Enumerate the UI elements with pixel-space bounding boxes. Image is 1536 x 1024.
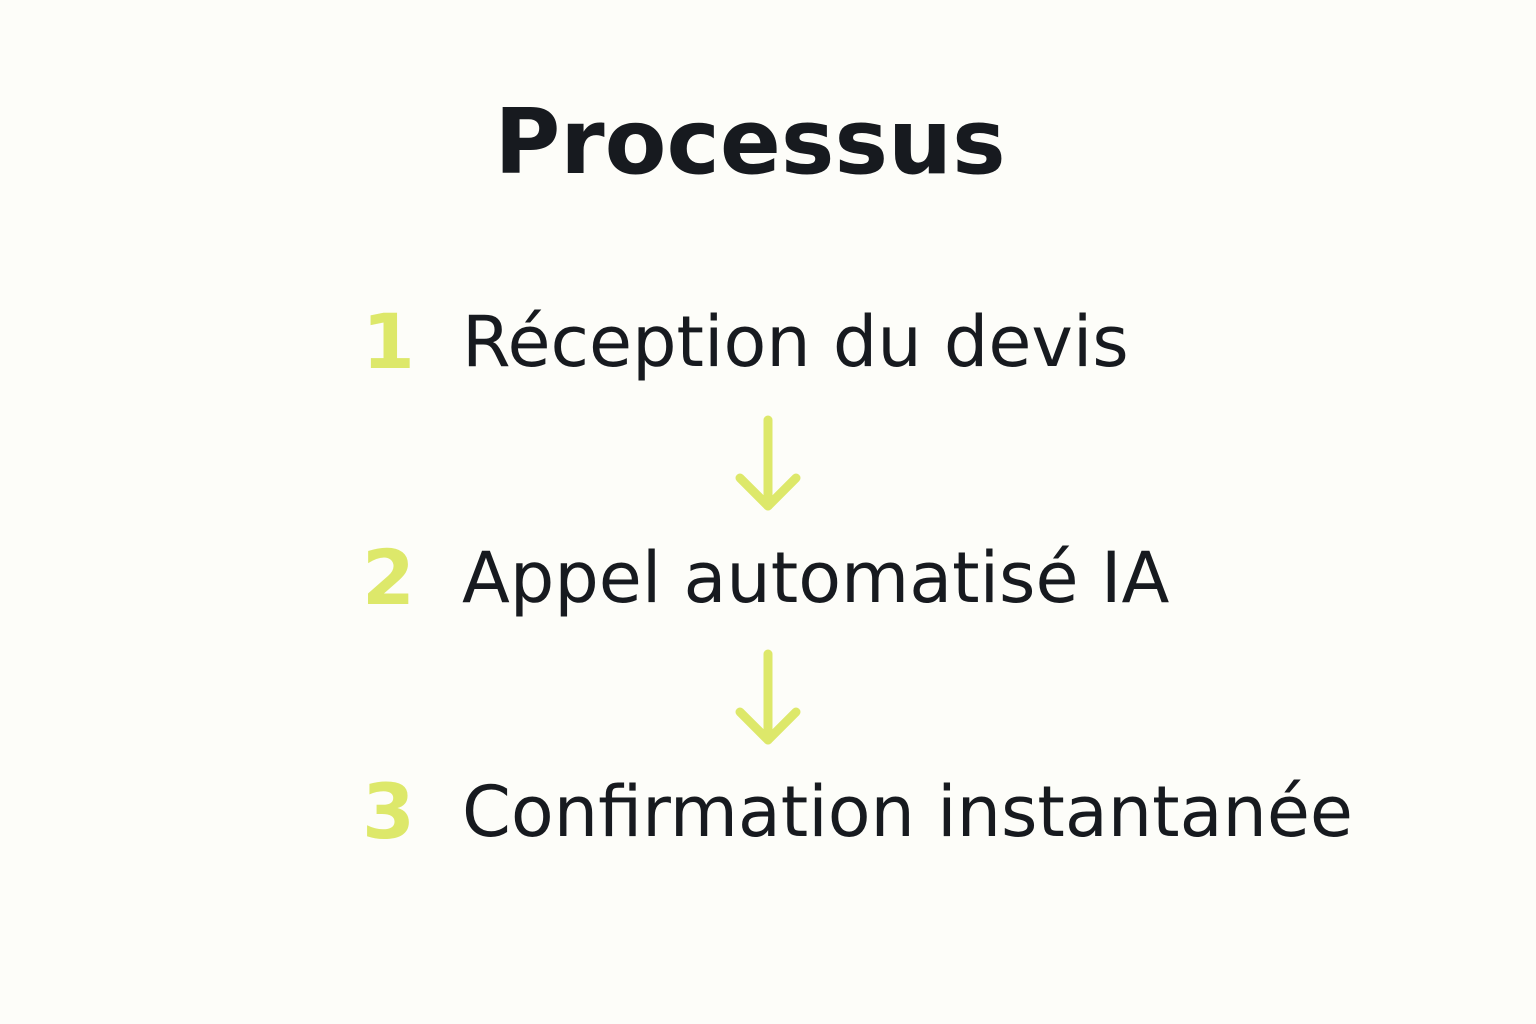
step-label-3: Confirmation instantanée: [462, 771, 1353, 853]
step-number-3: 3: [362, 767, 415, 856]
process-step-1: 1 Réception du devis: [362, 292, 1129, 392]
process-step-3: 3 Confirmation instantanée: [362, 762, 1353, 862]
arrow-down-icon: [735, 649, 801, 745]
arrow-down-icon: [735, 415, 801, 511]
diagram-title: Processus: [494, 90, 1006, 195]
step-number-2: 2: [362, 533, 415, 622]
step-label-2: Appel automatisé IA: [462, 537, 1170, 619]
process-step-2: 2 Appel automatisé IA: [362, 528, 1169, 628]
step-label-1: Réception du devis: [462, 301, 1129, 383]
step-number-1: 1: [362, 297, 415, 386]
